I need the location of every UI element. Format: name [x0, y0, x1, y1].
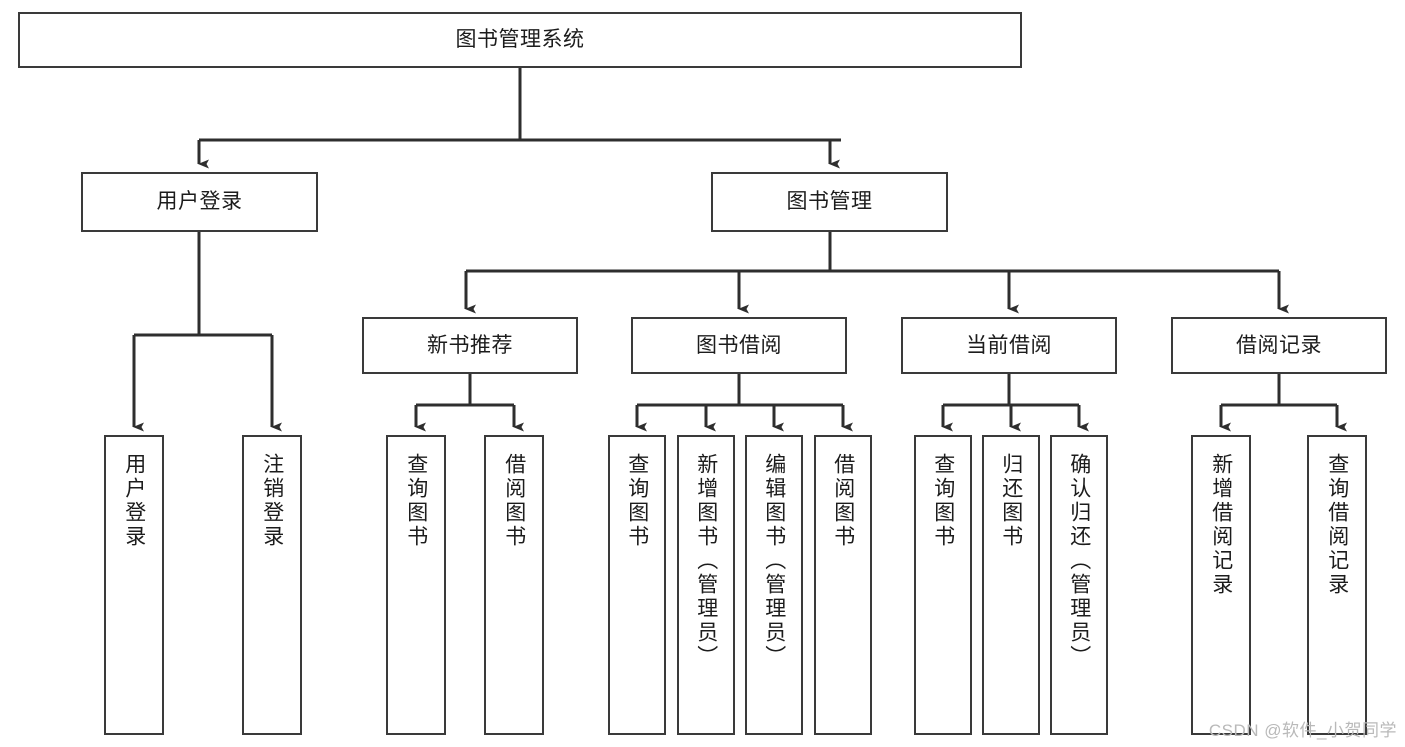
node-root[interactable]: 图书管理系统 [18, 12, 1022, 68]
node-leaf-query-book-3[interactable]: 查询图书 [914, 435, 972, 735]
node-user-login-label: 用户登录 [156, 190, 243, 214]
node-leaf-query-book-2-label: 查询图书 [625, 453, 649, 549]
node-user-login[interactable]: 用户登录 [81, 172, 318, 232]
node-leaf-query-borrow-record[interactable]: 查询借阅记录 [1307, 435, 1367, 735]
node-leaf-edit-book[interactable]: 编辑图书（管理员） [745, 435, 803, 735]
node-leaf-borrow-book-2[interactable]: 借阅图书 [814, 435, 872, 735]
node-leaf-logout[interactable]: 注销登录 [242, 435, 302, 735]
node-book-borrow-label: 图书借阅 [696, 333, 782, 357]
node-book-borrow[interactable]: 图书借阅 [631, 317, 847, 374]
node-leaf-return-book[interactable]: 归还图书 [982, 435, 1040, 735]
node-current-borrow-label: 当前借阅 [966, 333, 1052, 357]
node-leaf-confirm-return-label: 确认归还（管理员） [1067, 453, 1091, 669]
node-leaf-query-borrow-record-label: 查询借阅记录 [1325, 453, 1349, 597]
node-leaf-add-book-label: 新增图书（管理员） [694, 453, 718, 669]
node-book-manage-label: 图书管理 [786, 190, 873, 214]
watermark-text: CSDN @软件_小贺同学 [1208, 721, 1397, 740]
node-leaf-user-login-label: 用户登录 [122, 453, 146, 549]
node-leaf-return-book-label: 归还图书 [999, 453, 1023, 549]
node-leaf-add-book[interactable]: 新增图书（管理员） [677, 435, 735, 735]
node-leaf-borrow-book-1-label: 借阅图书 [502, 453, 526, 549]
node-current-borrow[interactable]: 当前借阅 [901, 317, 1117, 374]
node-leaf-query-book-1-label: 查询图书 [404, 453, 428, 549]
node-leaf-borrow-book-1[interactable]: 借阅图书 [484, 435, 544, 735]
node-new-book-recommend-label: 新书推荐 [427, 333, 513, 357]
node-leaf-confirm-return[interactable]: 确认归还（管理员） [1050, 435, 1108, 735]
node-book-manage[interactable]: 图书管理 [711, 172, 948, 232]
node-new-book-recommend[interactable]: 新书推荐 [362, 317, 578, 374]
node-leaf-edit-book-label: 编辑图书（管理员） [762, 453, 786, 669]
node-leaf-add-borrow-record[interactable]: 新增借阅记录 [1191, 435, 1251, 735]
node-borrow-record-label: 借阅记录 [1236, 333, 1322, 357]
node-leaf-add-borrow-record-label: 新增借阅记录 [1209, 453, 1233, 597]
node-leaf-query-book-1[interactable]: 查询图书 [386, 435, 446, 735]
node-leaf-borrow-book-2-label: 借阅图书 [831, 453, 855, 549]
node-leaf-logout-label: 注销登录 [260, 453, 284, 549]
node-leaf-user-login[interactable]: 用户登录 [104, 435, 164, 735]
node-leaf-query-book-3-label: 查询图书 [931, 453, 955, 549]
node-root-label: 图书管理系统 [455, 28, 585, 52]
node-leaf-query-book-2[interactable]: 查询图书 [608, 435, 666, 735]
node-borrow-record[interactable]: 借阅记录 [1171, 317, 1387, 374]
